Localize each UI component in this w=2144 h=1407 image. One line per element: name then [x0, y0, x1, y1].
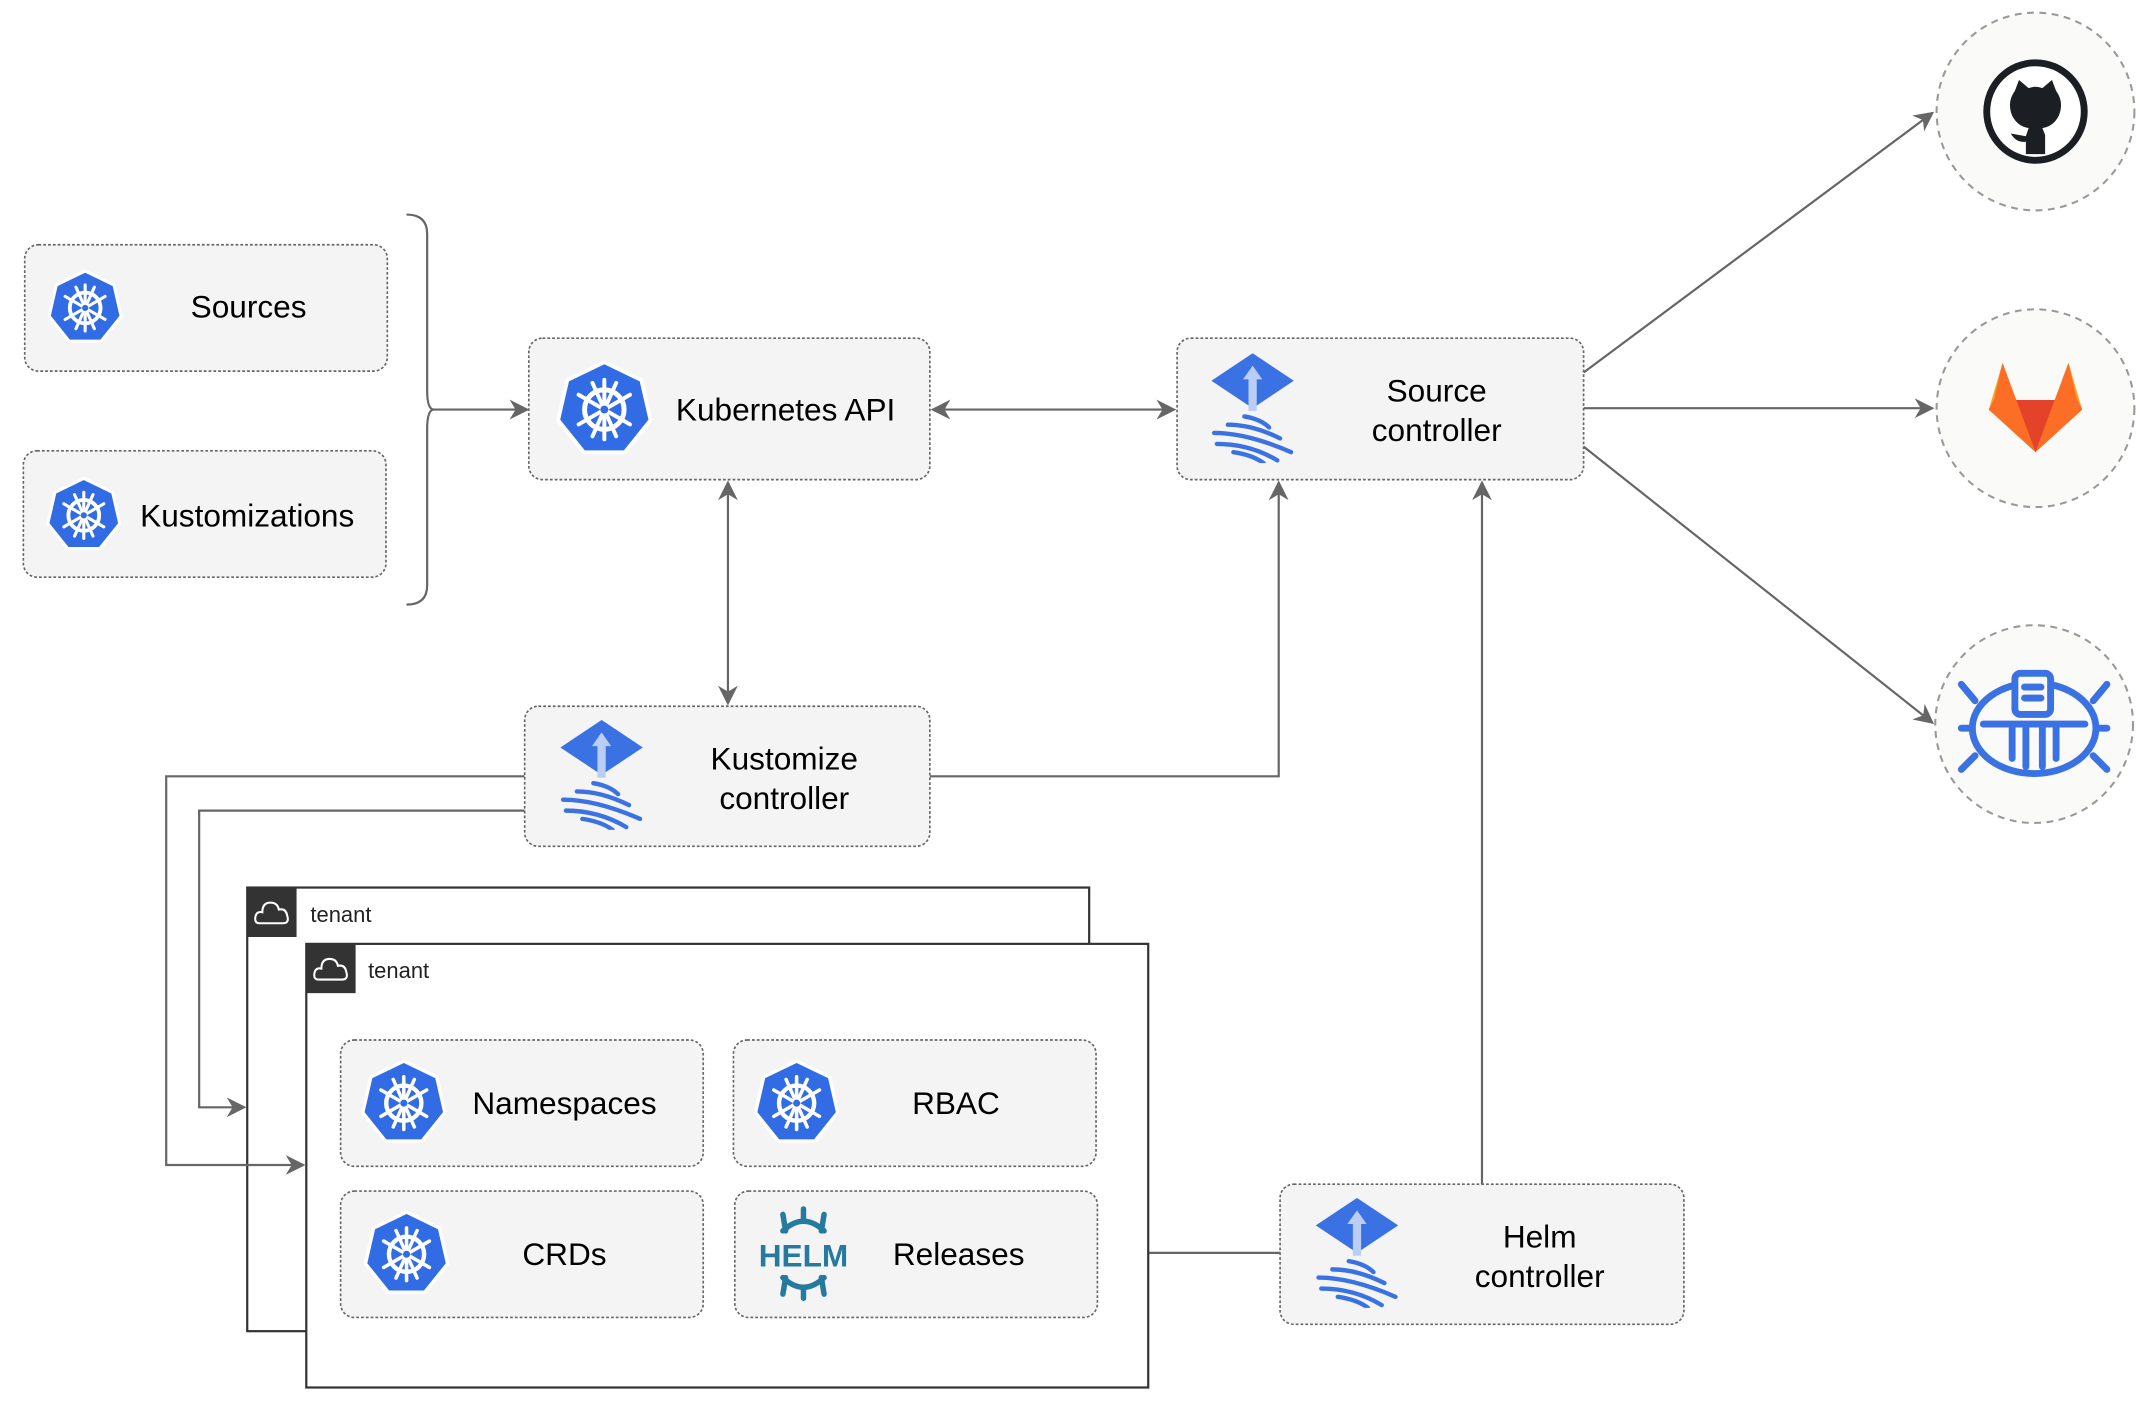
node-kubernetes-api[interactable]: Kubernetes API	[527, 337, 931, 481]
node-label: Helm	[1503, 1218, 1577, 1254]
helm-logo-text: HELM	[759, 1238, 848, 1274]
node-rbac[interactable]: RBAC	[732, 1039, 1097, 1168]
node-source-controller[interactable]: Source controller	[1176, 337, 1585, 481]
node-label: Source	[1387, 372, 1487, 408]
arrow-kustomize-to-tenant-back	[198, 809, 525, 1118]
tenant-label: tenant	[310, 902, 371, 927]
arrow-kustomize-to-source	[929, 480, 1289, 778]
node-label: Kustomizations	[140, 497, 354, 533]
node-kustomizations[interactable]: Kustomizations	[22, 449, 387, 578]
gitlab-icon	[1988, 362, 2083, 453]
node-label: CRDs	[522, 1236, 606, 1272]
kubernetes-icon	[365, 1212, 447, 1292]
tenant-label: tenant	[368, 958, 429, 983]
external-github[interactable]	[1935, 11, 2136, 212]
arrow-source-to-github	[1582, 111, 1935, 374]
node-label: Kustomize	[711, 740, 858, 776]
external-bucket[interactable]	[1934, 624, 2135, 825]
cloud-icon	[306, 943, 356, 994]
github-icon	[1983, 59, 2088, 164]
kubernetes-icon	[45, 476, 122, 551]
node-helm-controller[interactable]: Helm controller	[1279, 1183, 1685, 1326]
node-releases[interactable]: HELM Releases	[733, 1190, 1099, 1319]
node-label: RBAC	[912, 1085, 1000, 1121]
node-label: Namespaces	[472, 1085, 656, 1121]
node-kustomize-controller[interactable]: Kustomize controller	[523, 705, 931, 848]
node-label: Releases	[893, 1236, 1025, 1272]
node-label: controller	[1372, 412, 1502, 448]
node-label: Kubernetes API	[676, 392, 895, 428]
node-label: controller	[719, 780, 849, 816]
node-label: controller	[1475, 1258, 1605, 1294]
kubernetes-icon	[363, 1061, 445, 1141]
kubernetes-icon	[755, 1061, 837, 1141]
bucket-icon	[1957, 669, 2111, 777]
kubernetes-icon	[47, 269, 124, 344]
kubernetes-icon	[558, 362, 651, 452]
node-crds[interactable]: CRDs	[339, 1190, 705, 1319]
cloud-icon	[247, 887, 297, 937]
node-sources[interactable]: Sources	[23, 243, 389, 372]
arrow-kustomize-to-tenant-front	[165, 775, 525, 1175]
node-label: Sources	[191, 289, 307, 325]
node-namespaces[interactable]: Namespaces	[339, 1039, 705, 1168]
arrow-source-to-bucket	[1582, 445, 1935, 724]
external-gitlab[interactable]	[1935, 308, 2136, 509]
grouping-bracket	[406, 213, 435, 606]
helm-icon: HELM	[759, 1206, 848, 1301]
